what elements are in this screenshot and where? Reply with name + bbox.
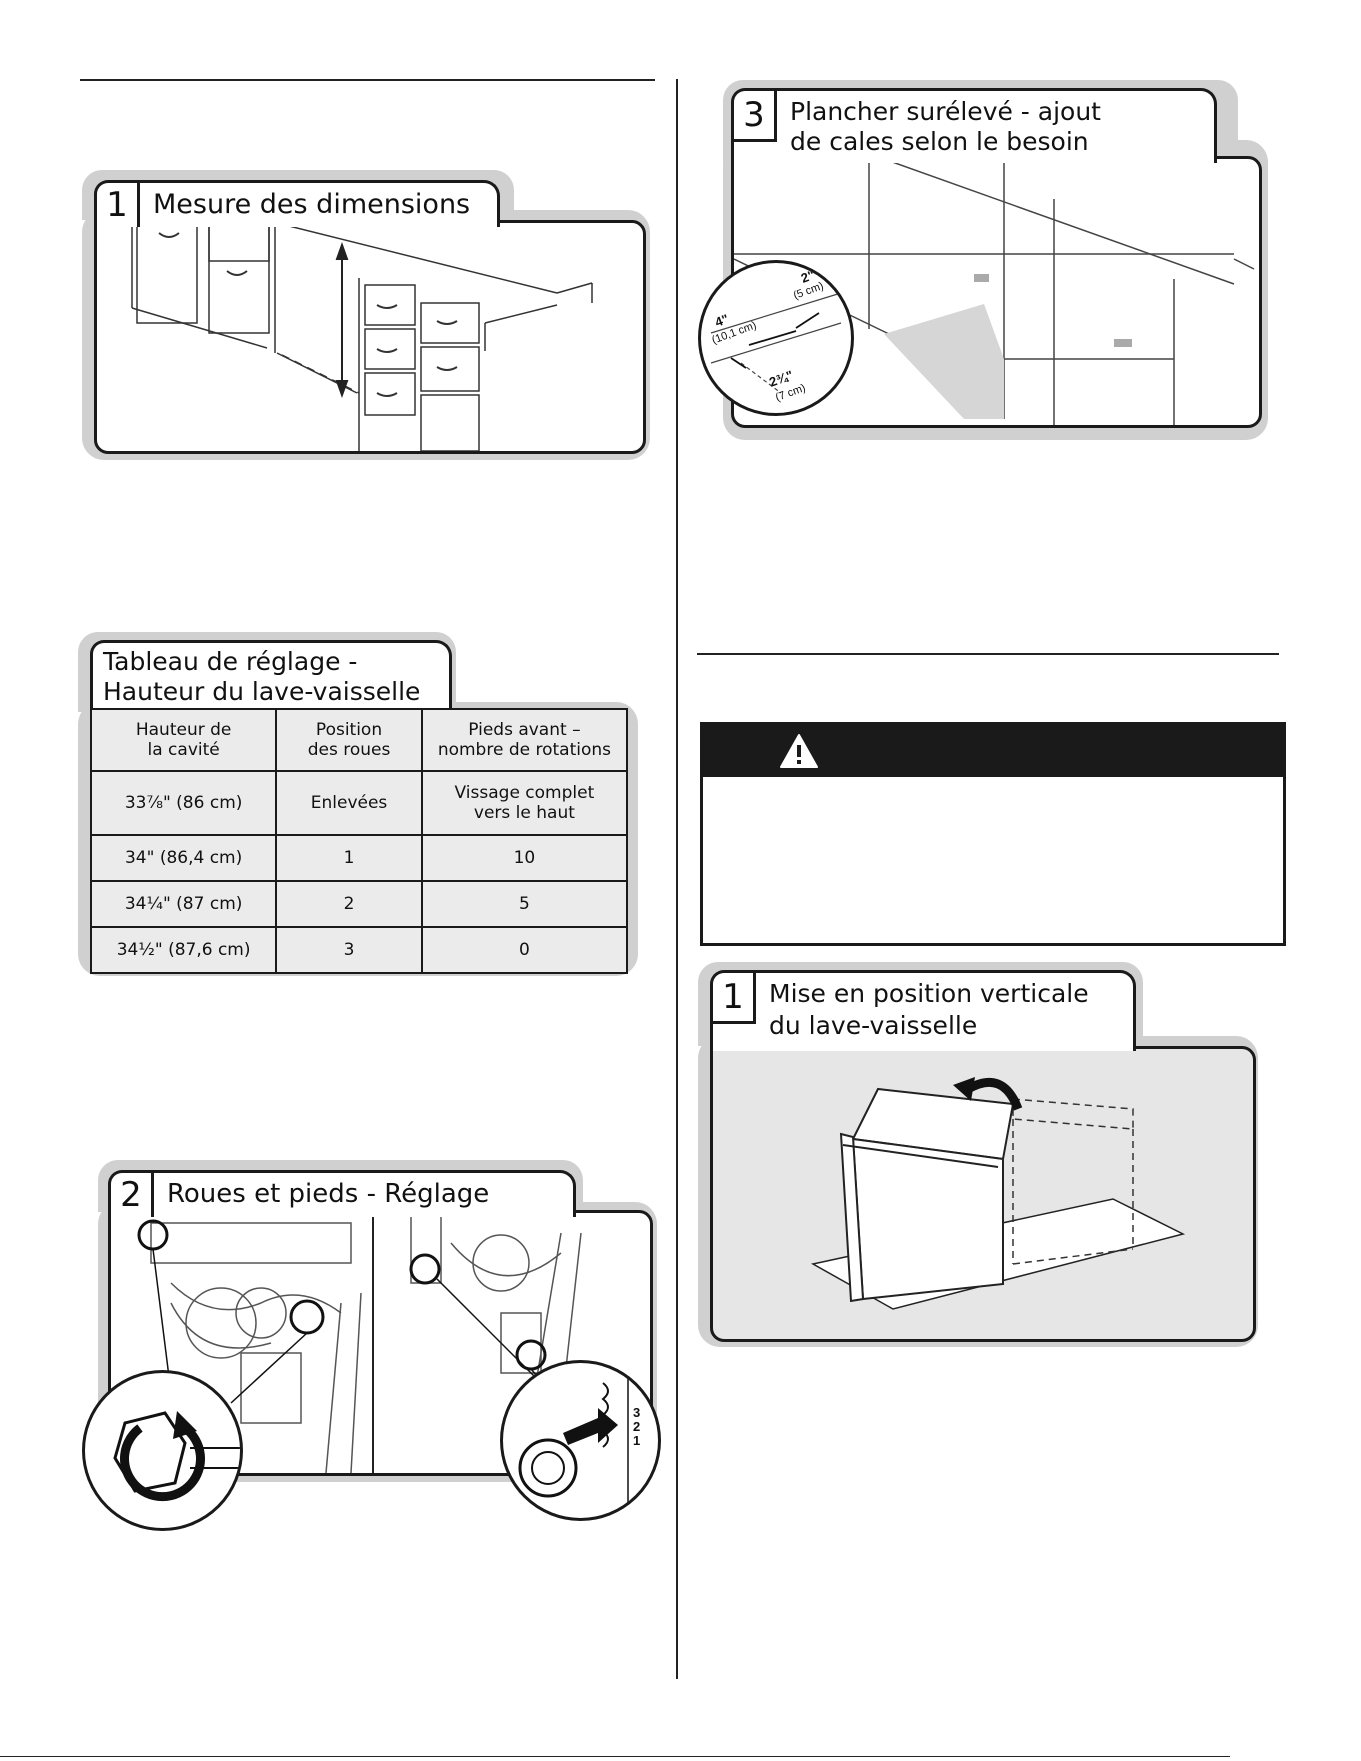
figure-measure-dimensions: 1 Mesure des dimensions [82, 170, 652, 460]
warning-header [703, 725, 1283, 777]
wheel-scale-label: 2 [633, 1419, 641, 1434]
figure-title: Mesure des dimensions [153, 189, 471, 220]
table-cell: 3 [275, 926, 423, 974]
table-cell: 0 [420, 926, 629, 974]
rotate-arrow-icon [113, 1411, 240, 1502]
wheel-scale-label: 1 [633, 1433, 641, 1448]
table-cell: 2 [275, 880, 423, 928]
figure-title: Roues et pieds - Réglage [167, 1179, 490, 1209]
section-rule-left-top [80, 79, 655, 81]
table-cell: 34½" (87,6 cm) [89, 926, 278, 974]
table-row: 34" (86,4 cm) 1 10 [89, 834, 629, 882]
table-cell: Enlevées [275, 770, 423, 836]
table-row: 34¼" (87 cm) 2 5 [89, 880, 629, 928]
warning-box [700, 722, 1286, 946]
foot-rotation-zoom [82, 1370, 243, 1531]
table-row: 34½" (87,6 cm) 3 0 [89, 926, 629, 974]
figure-number: 1 [97, 183, 140, 227]
table-title-line1: Tableau de réglage - [103, 647, 358, 676]
figure-number: 3 [734, 91, 777, 142]
table-cell: 34" (86,4 cm) [89, 834, 278, 882]
figure-title-line2: du lave-vaisselle [769, 1011, 978, 1040]
column-header: Pieds avant –nombre de rotations [420, 708, 629, 772]
table-title-line2: Hauteur du lave-vaisselle [103, 677, 421, 706]
figure-number: 2 [111, 1173, 154, 1217]
rotate-arrow-icon [953, 1077, 975, 1101]
figure-raised-floor: 3 Plancher surélevé - ajout de cales sel… [698, 80, 1270, 440]
table-cell: 33⅞" (86 cm) [89, 770, 278, 836]
figure-title-line1: Mise en position verticale [769, 979, 1089, 1008]
figure-upright-position: 1 Mise en position verticale du lave-vai… [698, 962, 1258, 1347]
page-bottom-rule [0, 1756, 1230, 1757]
adjustment-table-panel: Tableau de réglage - Hauteur du lave-vai… [78, 632, 638, 977]
figure-number: 1 [713, 973, 756, 1024]
cabinet-measure-illustration [131, 223, 593, 451]
section-rule-right-mid [697, 653, 1279, 655]
table-cell: 1 [275, 834, 423, 882]
figure-title-line1: Plancher surélevé - ajout [790, 97, 1101, 126]
dishwasher-tilt-illustration [810, 1077, 1186, 1310]
wheel-scale-label: 3 [633, 1405, 641, 1420]
figure-title-line2: de cales selon le besoin [790, 127, 1089, 156]
dimension-callout-circle: 2" (5 cm) 4" (10,1 cm) 2¾" (7 cm) [698, 260, 854, 416]
warning-triangle-icon [780, 734, 818, 768]
figure-wheels-feet: 2 Roues et pieds - Réglage 3 2 1 [82, 1160, 661, 1540]
table-cell: 10 [420, 834, 629, 882]
table-cell: 5 [420, 880, 629, 928]
wheel-position-zoom: 3 2 1 [500, 1360, 661, 1521]
column-divider [676, 79, 678, 1679]
table-cell: 34¼" (87 cm) [89, 880, 278, 928]
double-arrow-icon [335, 242, 349, 398]
